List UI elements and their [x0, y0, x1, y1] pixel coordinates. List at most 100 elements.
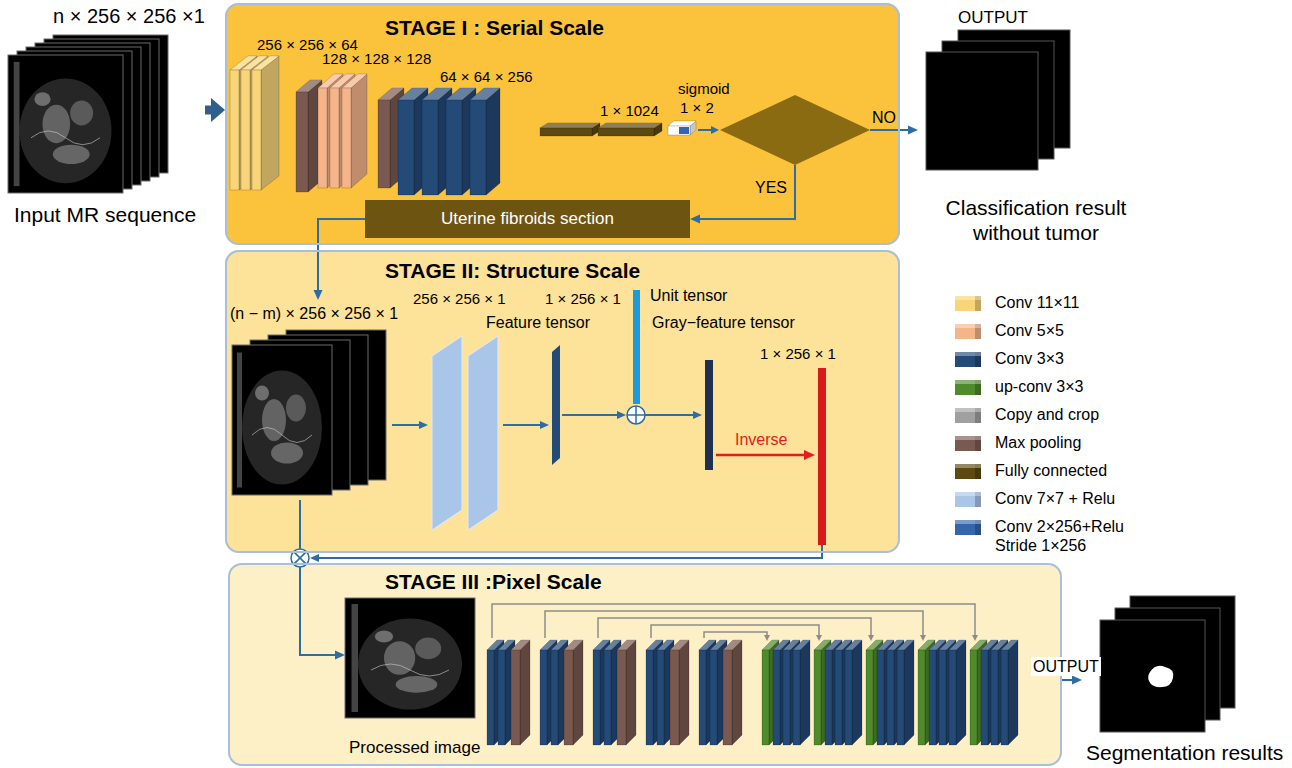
- block-front: [723, 650, 732, 745]
- block-front: [540, 650, 547, 745]
- arrow-line: [492, 604, 975, 638]
- block-side: [780, 640, 790, 745]
- block-top: [540, 123, 600, 128]
- block-side: [600, 640, 610, 745]
- block-front: [949, 650, 956, 745]
- block-side-shade: [679, 640, 689, 745]
- edge-label: NO: [872, 108, 896, 127]
- legend-item: Fully connected: [955, 461, 1285, 483]
- block-side-shade: [769, 640, 779, 745]
- arrow-head: [314, 290, 323, 300]
- legend-text: up-conv 3×3: [995, 377, 1145, 396]
- arrow-head: [764, 635, 770, 641]
- block-side: [832, 640, 842, 745]
- processed-image: Processed image: [345, 598, 485, 762]
- block-top: [252, 56, 279, 70]
- block-side-shade: [600, 640, 610, 745]
- layer-block: [646, 640, 663, 745]
- block-side: [1008, 640, 1018, 745]
- layer-block: [598, 123, 662, 136]
- mr-tissue: [375, 630, 393, 642]
- block-front: [866, 650, 873, 745]
- block-side: [946, 640, 956, 745]
- layer-block: [866, 640, 883, 745]
- block-side: [936, 640, 946, 745]
- block-side-shade: [706, 640, 716, 745]
- arrow-line: [598, 618, 871, 638]
- block-front: [593, 650, 600, 745]
- arrow-head: [920, 635, 926, 641]
- block-front: [814, 650, 821, 745]
- dimension-label: 1 × 256 × 1: [760, 345, 836, 363]
- legend-swatch: [955, 408, 981, 423]
- block-front: [470, 100, 486, 195]
- block-front: [398, 100, 414, 195]
- arrow-line: [545, 611, 923, 638]
- block-top-light: [422, 88, 452, 100]
- stage-panel: STAGE III :Pixel ScaleProcessed image: [228, 563, 1062, 766]
- layer-block: [991, 640, 1008, 745]
- process-box: Uterine fibroids section: [365, 200, 690, 238]
- legend-item: Copy and crop: [955, 405, 1285, 427]
- unit-tensor: [633, 290, 640, 404]
- stage-panel-fill: [225, 250, 900, 553]
- layer-block: [970, 640, 987, 745]
- block-side: [904, 640, 914, 745]
- arrow-head: [310, 554, 319, 562]
- image-caption: Input MR sequence: [14, 202, 196, 227]
- block-side-shade: [547, 640, 557, 745]
- segmentation-output: Segmentation results: [1082, 592, 1288, 766]
- block-top-light: [793, 640, 810, 650]
- block-top-light: [668, 121, 696, 126]
- block-side-shade: [800, 640, 810, 745]
- block-front: [540, 128, 592, 136]
- arrow-line: [645, 414, 696, 416]
- input-image-stack: n × 256 × 256 ×1Input MR sequence: [5, 4, 205, 240]
- block-front: [1001, 650, 1008, 745]
- dimension-label: 128 × 128 × 128: [322, 50, 431, 68]
- layer-block: [470, 88, 500, 195]
- mr-tissue: [271, 443, 303, 464]
- decision-diamond: [720, 95, 870, 165]
- block-front: [446, 100, 462, 195]
- arrow-line: [651, 625, 819, 638]
- layer-block: [668, 121, 696, 135]
- arrow-head: [972, 635, 978, 641]
- block-front: [877, 650, 884, 745]
- image-stack: (n − m) × 256 × 256 × 1: [230, 300, 408, 500]
- block-front: [793, 650, 800, 745]
- block-top: [897, 640, 914, 650]
- tensor-size-label: (n − m) × 256 × 256 × 1: [230, 304, 398, 323]
- block-side: [494, 640, 504, 745]
- layer-block: [825, 640, 842, 745]
- block-top-light: [564, 640, 583, 650]
- layer-block: [845, 640, 862, 745]
- block-side: [852, 640, 862, 745]
- block-side: [800, 640, 810, 745]
- layer-block: [929, 640, 946, 745]
- block-side-shade: [832, 640, 842, 745]
- block-side: [956, 640, 966, 745]
- branch-line: [870, 129, 900, 131]
- arrow-line: [392, 424, 422, 426]
- block-front: [230, 70, 239, 190]
- inverse-tensor: [818, 368, 826, 545]
- connector-arrow: [314, 219, 366, 300]
- layer-block: [783, 640, 800, 745]
- block-side-shade: [494, 640, 504, 745]
- block-top-light: [949, 640, 966, 650]
- block-top-light: [845, 640, 862, 650]
- gray-feature-tensor: [705, 360, 713, 470]
- dimension-label: 1 × 2: [680, 99, 714, 117]
- block-side-shade: [486, 88, 500, 195]
- block-side: [977, 640, 987, 745]
- output-image-stack: OUTPUTClassification result without tumo…: [918, 5, 1154, 253]
- layer-block: [540, 123, 600, 136]
- mr-tissue: [415, 638, 441, 660]
- legend-text: Fully connected: [995, 461, 1145, 480]
- block-side-shade: [977, 640, 987, 745]
- block-side-shade: [653, 640, 663, 745]
- block-side: [520, 640, 530, 745]
- block-top-light: [446, 88, 476, 100]
- layer-block: [342, 74, 367, 188]
